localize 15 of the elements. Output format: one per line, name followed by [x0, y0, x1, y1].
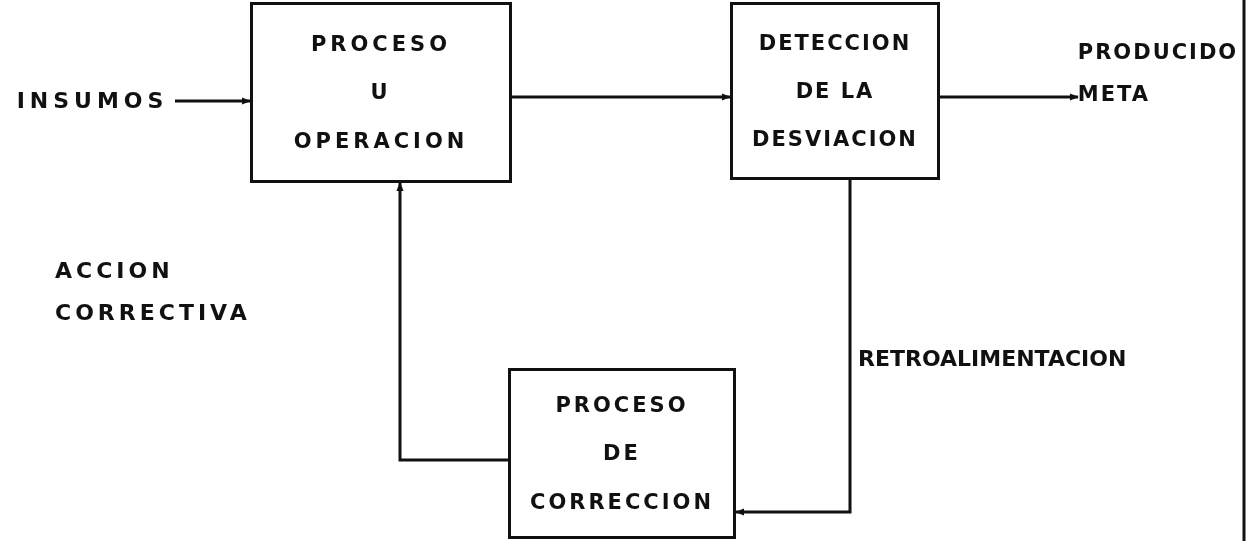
box-label: PROCESO U OPERACION [292, 31, 470, 155]
arrow [512, 93, 731, 101]
flow-label: PRODUCIDO META [1077, 39, 1239, 108]
arrow [940, 93, 1079, 101]
process-box [508, 368, 736, 539]
process-box [730, 2, 940, 180]
box-label: PROCESO DE CORRECCION [529, 392, 715, 516]
arrow [735, 180, 852, 516]
arrow [175, 97, 251, 105]
process-box [250, 2, 512, 183]
flow-label: INSUMOS [16, 87, 169, 115]
note-label: ACCION CORRECTIVA [55, 257, 251, 327]
arrow [396, 182, 508, 462]
box-label: DETECCION DE LA DESVIACION [751, 29, 919, 154]
edge-label: RETROALIMENTACION [858, 345, 1127, 373]
